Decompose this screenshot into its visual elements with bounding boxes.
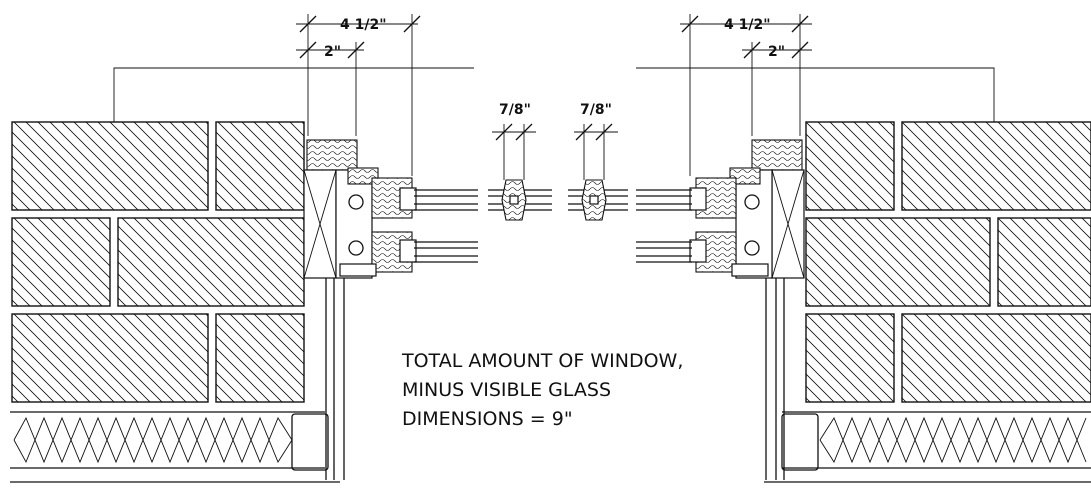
right-window-jamb — [689, 139, 805, 279]
left-wall-framing — [325, 278, 345, 480]
center-dimension-lines — [492, 123, 618, 180]
center-glazing — [488, 179, 628, 221]
left-brick — [11, 121, 209, 211]
right-dimension-lines — [680, 14, 812, 176]
right-brick — [805, 217, 991, 307]
note-line-1: TOTAL AMOUNT OF WINDOW, — [401, 350, 683, 372]
left-brick — [11, 313, 209, 403]
left-dimension-lines — [296, 14, 421, 176]
right-wall-framing — [765, 278, 785, 480]
note-line-3: DIMENSIONS = 9" — [402, 408, 573, 430]
left-stop — [306, 139, 358, 171]
right-brick — [805, 313, 895, 403]
dimension-right-inner: 2" — [768, 44, 785, 60]
left-window-jamb — [303, 139, 417, 279]
dimension-left-overall: 4 1/2" — [340, 17, 387, 33]
left-brick — [215, 313, 305, 403]
left-brick — [117, 217, 305, 307]
dimension-center-left: 7/8" — [499, 102, 531, 118]
right-brick — [901, 121, 1091, 211]
right-brick — [805, 121, 895, 211]
right-insulation — [764, 411, 1091, 483]
left-brick-wall — [11, 121, 305, 403]
left-insulation — [10, 411, 340, 483]
right-brick — [997, 217, 1091, 307]
left-brick — [215, 121, 305, 211]
dimension-note: TOTAL AMOUNT OF WINDOW, MINUS VISIBLE GL… — [401, 350, 683, 430]
dimension-left-inner: 2" — [324, 44, 341, 60]
left-brick — [11, 217, 111, 307]
right-brick — [901, 313, 1091, 403]
right-glazing — [636, 189, 692, 263]
left-glazing — [414, 189, 478, 263]
dimension-right-overall: 4 1/2" — [724, 17, 771, 33]
right-brick-wall — [805, 121, 1091, 403]
dimension-center-right: 7/8" — [580, 102, 612, 118]
left-leader-line — [113, 67, 474, 122]
note-line-2: MINUS VISIBLE GLASS — [402, 379, 611, 401]
right-stop — [751, 139, 803, 171]
right-leader-line — [636, 67, 995, 122]
